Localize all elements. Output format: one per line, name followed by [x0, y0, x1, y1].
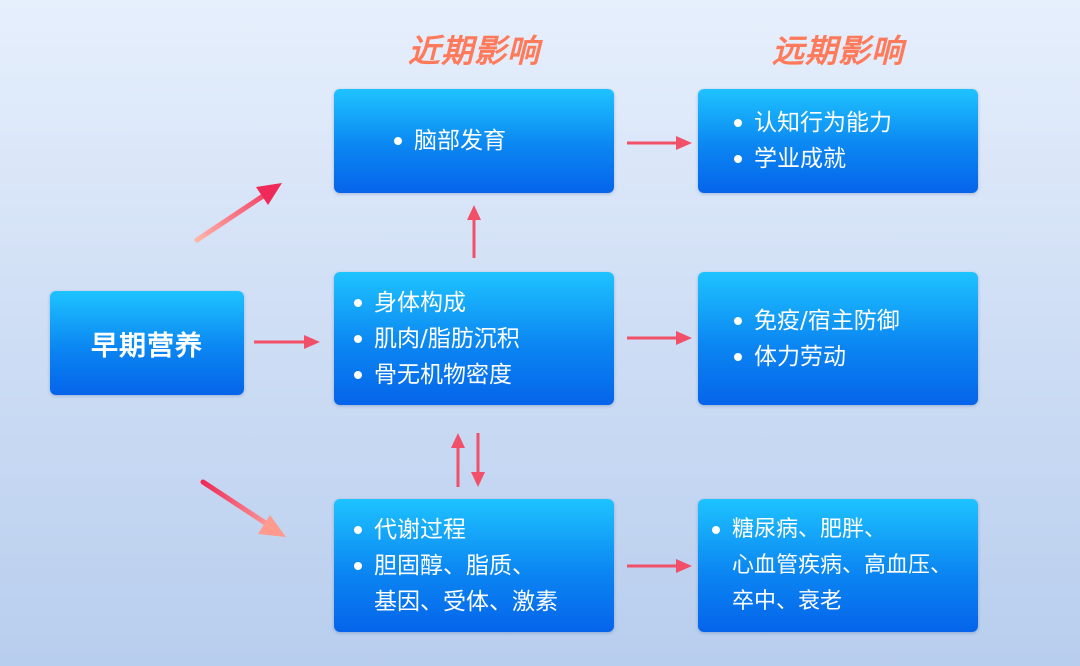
arrow-bottom-near-to-far: [627, 559, 692, 573]
far-bottom-continuation: 卒中、衰老: [732, 588, 843, 614]
early-nutrition-label: 早期营养: [91, 330, 203, 362]
arrow-middle-to-bottom: [471, 433, 485, 487]
far-middle-item: 体力劳动: [732, 339, 978, 375]
far-bottom-continuation: 心血管疾病、高血压、: [732, 552, 953, 578]
near-middle-item: 骨无机物密度: [352, 357, 614, 393]
near-middle-box: 身体构成 肌肉/脂肪沉积 骨无机物密度: [334, 272, 614, 405]
near-term-heading: 近期影响: [407, 32, 540, 70]
far-bottom-item: 糖尿病、肥胖、: [710, 512, 978, 548]
near-middle-item: 肌肉/脂肪沉积: [352, 321, 614, 357]
near-bottom-box: 代谢过程 胆固醇、脂质、 基因、受体、激素: [334, 499, 614, 632]
arrow-source-to-middle: [254, 335, 320, 349]
far-top-item: 认知行为能力: [732, 105, 978, 141]
arrow-source-to-bottom: [200, 479, 286, 537]
arrow-middle-near-to-far: [627, 331, 692, 345]
far-top-box: 认知行为能力 学业成就: [698, 89, 978, 193]
arrow-bottom-to-middle: [451, 433, 465, 487]
near-bottom-continuation: 基因、受体、激素: [374, 588, 558, 615]
arrow-top-near-to-far: [627, 136, 692, 150]
arrow-middle-to-top: [467, 205, 481, 258]
long-term-heading: 远期影响: [771, 32, 904, 70]
arrow-source-to-top: [194, 183, 282, 243]
near-bottom-item: 代谢过程: [352, 512, 614, 548]
far-middle-item: 免疫/宿主防御: [732, 303, 978, 339]
near-top-item: 脑部发育: [392, 123, 614, 159]
near-middle-item: 身体构成: [352, 285, 614, 321]
far-bottom-box: 糖尿病、肥胖、 心血管疾病、高血压、 卒中、衰老: [698, 499, 978, 632]
far-middle-box: 免疫/宿主防御 体力劳动: [698, 272, 978, 405]
far-top-item: 学业成就: [732, 141, 978, 177]
near-top-box: 脑部发育: [334, 89, 614, 193]
early-nutrition-box: 早期营养: [50, 291, 244, 395]
near-bottom-item: 胆固醇、脂质、: [352, 548, 614, 584]
